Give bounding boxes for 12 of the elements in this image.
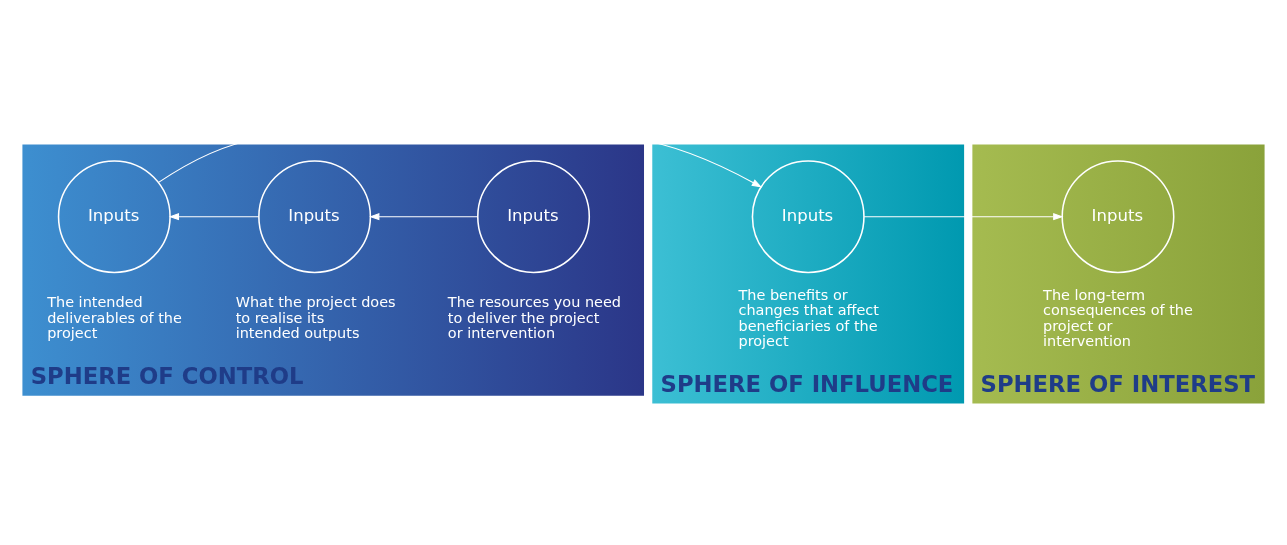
node-circle: Inputs — [57, 159, 171, 273]
node-label: The resources you need to deliver the project or intervention — [447, 293, 622, 341]
node-label: The long-term consequences of the project or intervention — [1043, 286, 1193, 349]
arrow — [369, 212, 479, 220]
node-circle: Inputs — [1061, 159, 1175, 273]
node-circle: Inputs — [258, 159, 372, 273]
arrow — [168, 212, 260, 220]
arrow — [863, 212, 1064, 220]
node-circle: Inputs — [477, 159, 591, 273]
node-label: The benefits or changes that affect beneficiaries of the project — [738, 286, 879, 349]
node-label: The intended deliverables of the project — [47, 293, 182, 341]
node-label: What the project does to realise its intended outputs — [235, 293, 396, 341]
